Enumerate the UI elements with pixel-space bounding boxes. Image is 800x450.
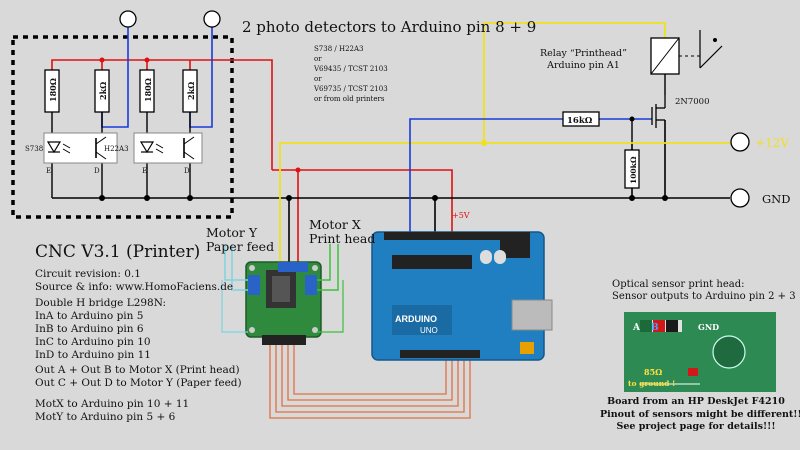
plus12v-label: +12V: [755, 136, 789, 150]
output-info: Out A + Out B to Motor X (Print head) Ou…: [35, 364, 242, 390]
yellow-12v-wire: [279, 142, 730, 263]
diagram-title: 2 photo detectors to Arduino pin 8 + 9: [242, 18, 537, 36]
photo-label-b: B: [651, 323, 659, 333]
bridge-line: InA to Arduino pin 5: [35, 310, 144, 322]
bridge-info: Double H bridge L298N: InA to Arduino pi…: [35, 297, 166, 362]
transistor-2n7000: [651, 95, 666, 128]
d2-label: D: [184, 167, 190, 175]
cnc-title: CNC V3.1 (Printer): [35, 242, 201, 262]
blue-relay-control: [409, 118, 652, 232]
motor-x-line2: Print head: [309, 231, 376, 246]
optocoupler-1: [43, 132, 118, 164]
mot-line: MotY to Arduino pin 5 + 6: [35, 411, 176, 423]
r2kb-label: 2kΩ: [186, 82, 196, 100]
sensor-model-line: S738 / H22A3: [314, 45, 364, 53]
orange-control-wires: [269, 345, 471, 419]
optical-sensor-label: Optical sensor print head: Sensor output…: [612, 279, 796, 303]
sensor-resistors: [44, 69, 198, 113]
relay-label-line2: Arduino pin A1: [547, 60, 620, 71]
motor-pin-info: MotX to Arduino pin 10 + 11 MotY to Ardu…: [35, 398, 189, 424]
mot-line: MotX to Arduino pin 10 + 11: [35, 398, 190, 410]
sensor-model-line: or: [314, 75, 322, 83]
arduino-uno-board: [371, 231, 553, 361]
terminal-12v: [730, 132, 750, 152]
junction-dots: [99, 57, 668, 201]
transistor-label: 2N7000: [675, 97, 709, 107]
resistor-16k: [562, 111, 600, 127]
terminal-gnd: [730, 188, 750, 208]
relay: [650, 30, 723, 95]
relay-label-line1: Relay “Printhead”: [540, 48, 627, 59]
arduino-uno-label: UNO: [420, 326, 438, 335]
motor-x-label: Motor X Print head: [309, 218, 375, 246]
r100k-label: 100kΩ: [629, 156, 638, 184]
motor-y-label: Motor Y Paper feed: [206, 226, 274, 254]
arduino-name-label: ARDUINO: [395, 314, 437, 324]
revision-info: Circuit revision: 0.1 Source & info: www…: [35, 268, 233, 294]
bridge-line: Double H bridge L298N:: [35, 297, 167, 309]
r2ka-label: 2kΩ: [98, 82, 108, 100]
out-line: Out C + Out D to Motor Y (Paper feed): [35, 377, 242, 389]
sensor-output-terminal-2: [203, 10, 221, 28]
bridge-line: InD to Arduino pin 11: [35, 349, 151, 361]
info-line: Source & info: www.HomoFaciens.de: [35, 281, 234, 293]
board-note-line: Pinout of sensors might be different!!!: [600, 408, 800, 420]
motor-x-line1: Motor X: [309, 217, 361, 232]
s738-label: S738: [25, 145, 43, 153]
optocoupler-2: [133, 132, 203, 164]
sensor-output-terminal-1: [119, 10, 137, 28]
board-note-line: See project page for details!!!: [616, 421, 776, 432]
e2-label: E: [142, 167, 147, 175]
sensor-model-line: V69435 / TCST 2103: [314, 65, 388, 73]
photo-label-ground: to ground !: [628, 379, 675, 388]
sensor-models: S738 / H22A3 or V69435 / TCST 2103 or V6…: [314, 44, 388, 104]
sensor-board-photo: [624, 312, 776, 392]
photo-label-gnd: GND: [698, 322, 719, 332]
l298n-board: [245, 261, 322, 345]
resistor-100k: [624, 149, 640, 189]
motor-y-line2: Paper feed: [206, 239, 275, 254]
relay-label: Relay “Printhead” Arduino pin A1: [540, 48, 627, 72]
sensor-model-line: or: [314, 55, 322, 63]
plus5v-label: +5V: [452, 211, 470, 220]
bridge-line: InB to Arduino pin 6: [35, 323, 144, 335]
photo-label-a: A: [632, 323, 641, 333]
d1-label: D: [94, 167, 100, 175]
e1-label: E: [46, 167, 51, 175]
bridge-line: InC to Arduino pin 10: [35, 336, 151, 348]
red-5v-to-arduino: [272, 169, 453, 232]
optical-line2: Sensor outputs to Arduino pin 2 + 3: [612, 291, 796, 302]
r16k-label: 16kΩ: [567, 116, 593, 126]
yellow-relay-wire: [483, 22, 666, 143]
optical-line1: Optical sensor print head:: [612, 279, 745, 290]
out-line: Out A + Out B to Motor X (Print head): [35, 364, 240, 376]
board-note: Board from an HP DeskJet F4210 Pinout of…: [600, 396, 800, 434]
gnd-label: GND: [762, 192, 790, 206]
photo-label-ohm: 85Ω: [644, 367, 662, 377]
sensor-model-line: or from old printers: [314, 95, 385, 103]
motor-y-line1: Motor Y: [206, 225, 258, 240]
h22a3-label: H22A3: [104, 145, 129, 153]
sensor-model-line: V69735 / TCST 2103: [314, 85, 388, 93]
info-line: Circuit revision: 0.1: [35, 268, 141, 280]
board-note-line: Board from an HP DeskJet F4210: [607, 396, 785, 407]
r180b-label: 180Ω: [143, 78, 153, 102]
r180a-label: 180Ω: [48, 78, 58, 102]
